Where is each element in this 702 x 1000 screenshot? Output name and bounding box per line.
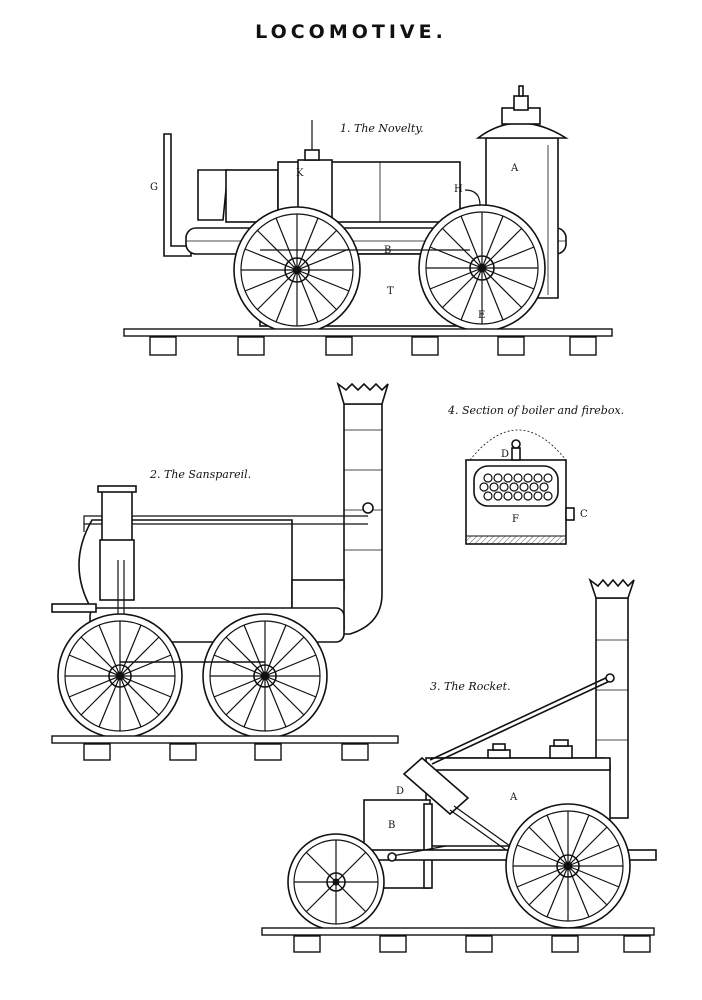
sanspareil-wheel-front	[57, 613, 183, 739]
novelty-label-e: E	[478, 310, 485, 321]
sanspareil-wheel-rear	[202, 613, 328, 739]
novelty-label-h: H	[454, 184, 463, 195]
sanspareil-drawing: 2. The Sanspareil.	[51, 381, 399, 761]
section-drawing: 4. Section of boiler and firebox. D F C	[447, 404, 624, 545]
novelty-drawing: 1. The Novelty.	[123, 85, 613, 356]
novelty-label-b: B	[384, 245, 391, 256]
rocket-caption: 3. The Rocket.	[430, 680, 511, 693]
rocket-label-b: B	[388, 820, 395, 831]
section-caption: 4. Section of boiler and firebox.	[447, 404, 624, 417]
novelty-wheel-front	[233, 206, 361, 334]
rocket-label-d: D	[396, 786, 404, 797]
section-label-f: F	[512, 514, 519, 525]
novelty-caption: 1. The Novelty.	[340, 122, 424, 135]
novelty-label-a: A	[510, 163, 519, 174]
novelty-wheel-rear	[418, 204, 546, 332]
rocket-wheel-front	[505, 803, 631, 929]
plate-title: LOCOMOTIVE.	[255, 21, 447, 43]
novelty-label-g: G	[150, 182, 158, 193]
section-label-d: D	[501, 449, 509, 460]
rocket-label-a: A	[509, 792, 518, 803]
sanspareil-caption: 2. The Sanspareil.	[149, 468, 251, 481]
novelty-label-k: K	[296, 168, 304, 179]
rocket-wheel-rear	[287, 833, 385, 931]
novelty-label-t: T	[387, 286, 394, 297]
rocket-drawing: 3. The Rocket.	[261, 577, 657, 953]
section-label-c: C	[580, 509, 588, 520]
